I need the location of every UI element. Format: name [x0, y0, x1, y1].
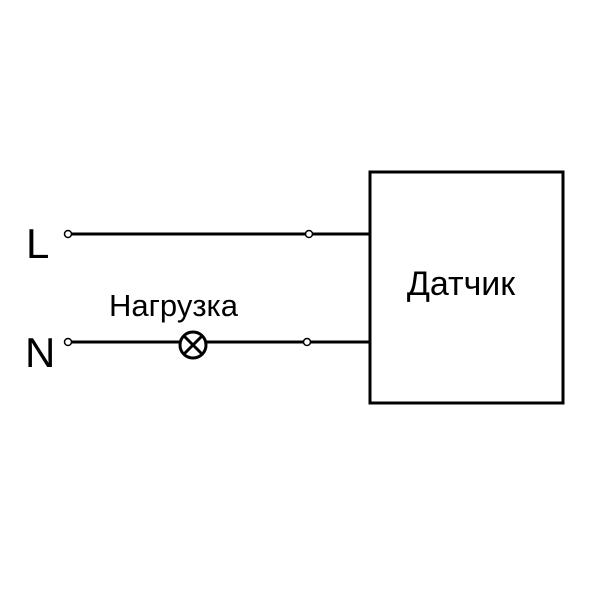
- sensor-box: [368, 170, 565, 405]
- label-L: L: [26, 220, 49, 267]
- terminal-N-input: [63, 337, 73, 347]
- label-N: N: [25, 329, 55, 376]
- lamp-icon: [178, 330, 208, 360]
- sensor-label: Датчик: [407, 265, 516, 303]
- terminal-L-sensor: [304, 229, 314, 239]
- terminal-L-input: [63, 229, 73, 239]
- terminal-N-sensor: [302, 337, 312, 347]
- label-load: Нагрузка: [109, 288, 239, 323]
